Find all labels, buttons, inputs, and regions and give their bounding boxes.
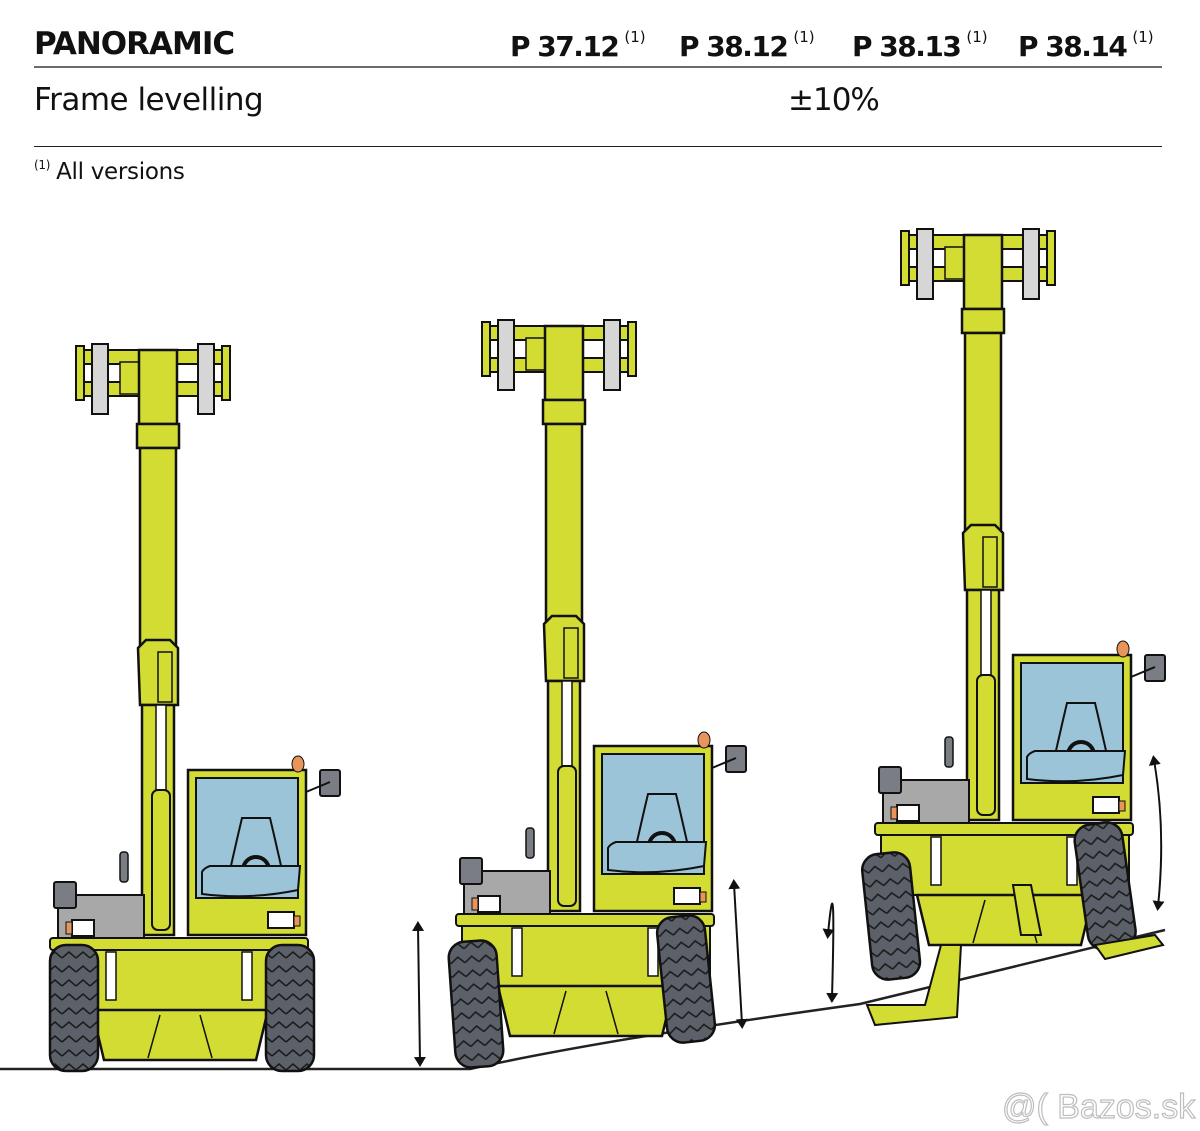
model-name: P 38.14 [1018,30,1128,63]
footnote: (1) All versions [34,158,185,185]
levelling-arrow [822,902,839,1003]
footnote-marker: (1) [34,158,51,172]
model-name: P 38.13 [852,30,962,63]
levelling-arrow [1148,755,1165,911]
model-name: P 38.12 [679,30,789,63]
model-column-header: P 38.12(1) [679,28,815,63]
model-column-header: P 38.14(1) [1018,28,1154,63]
levelling-arrow [412,921,426,1067]
table-row: Frame levelling ±10% [34,68,1162,147]
watermark: @( Bazos.sk [1001,1087,1196,1126]
model-column-header: P 37.12(1) [510,28,646,63]
footnote-marker: (1) [966,28,988,46]
spec-value: ±10% [788,82,880,118]
levelling-arrow [728,879,748,1029]
telehandler-level [48,342,342,1073]
model-name: P 37.12 [510,30,620,63]
model-column-header: P 38.13(1) [852,28,988,63]
spec-label: Frame levelling [34,82,264,118]
table-header-row: PANORAMIC P 37.12(1) P 38.12(1) P 38.13(… [34,22,1162,68]
footnote-marker: (1) [793,28,815,46]
footnote-marker: (1) [624,28,646,46]
spec-table: PANORAMIC P 37.12(1) P 38.12(1) P 38.13(… [34,22,1162,147]
telehandler-steep-slope [860,227,1167,1027]
brand-title: PANORAMIC [34,26,235,62]
footnote-marker: (1) [1132,28,1154,46]
footnote-text: All versions [56,159,185,185]
telehandler-slight-slope [447,318,748,1069]
